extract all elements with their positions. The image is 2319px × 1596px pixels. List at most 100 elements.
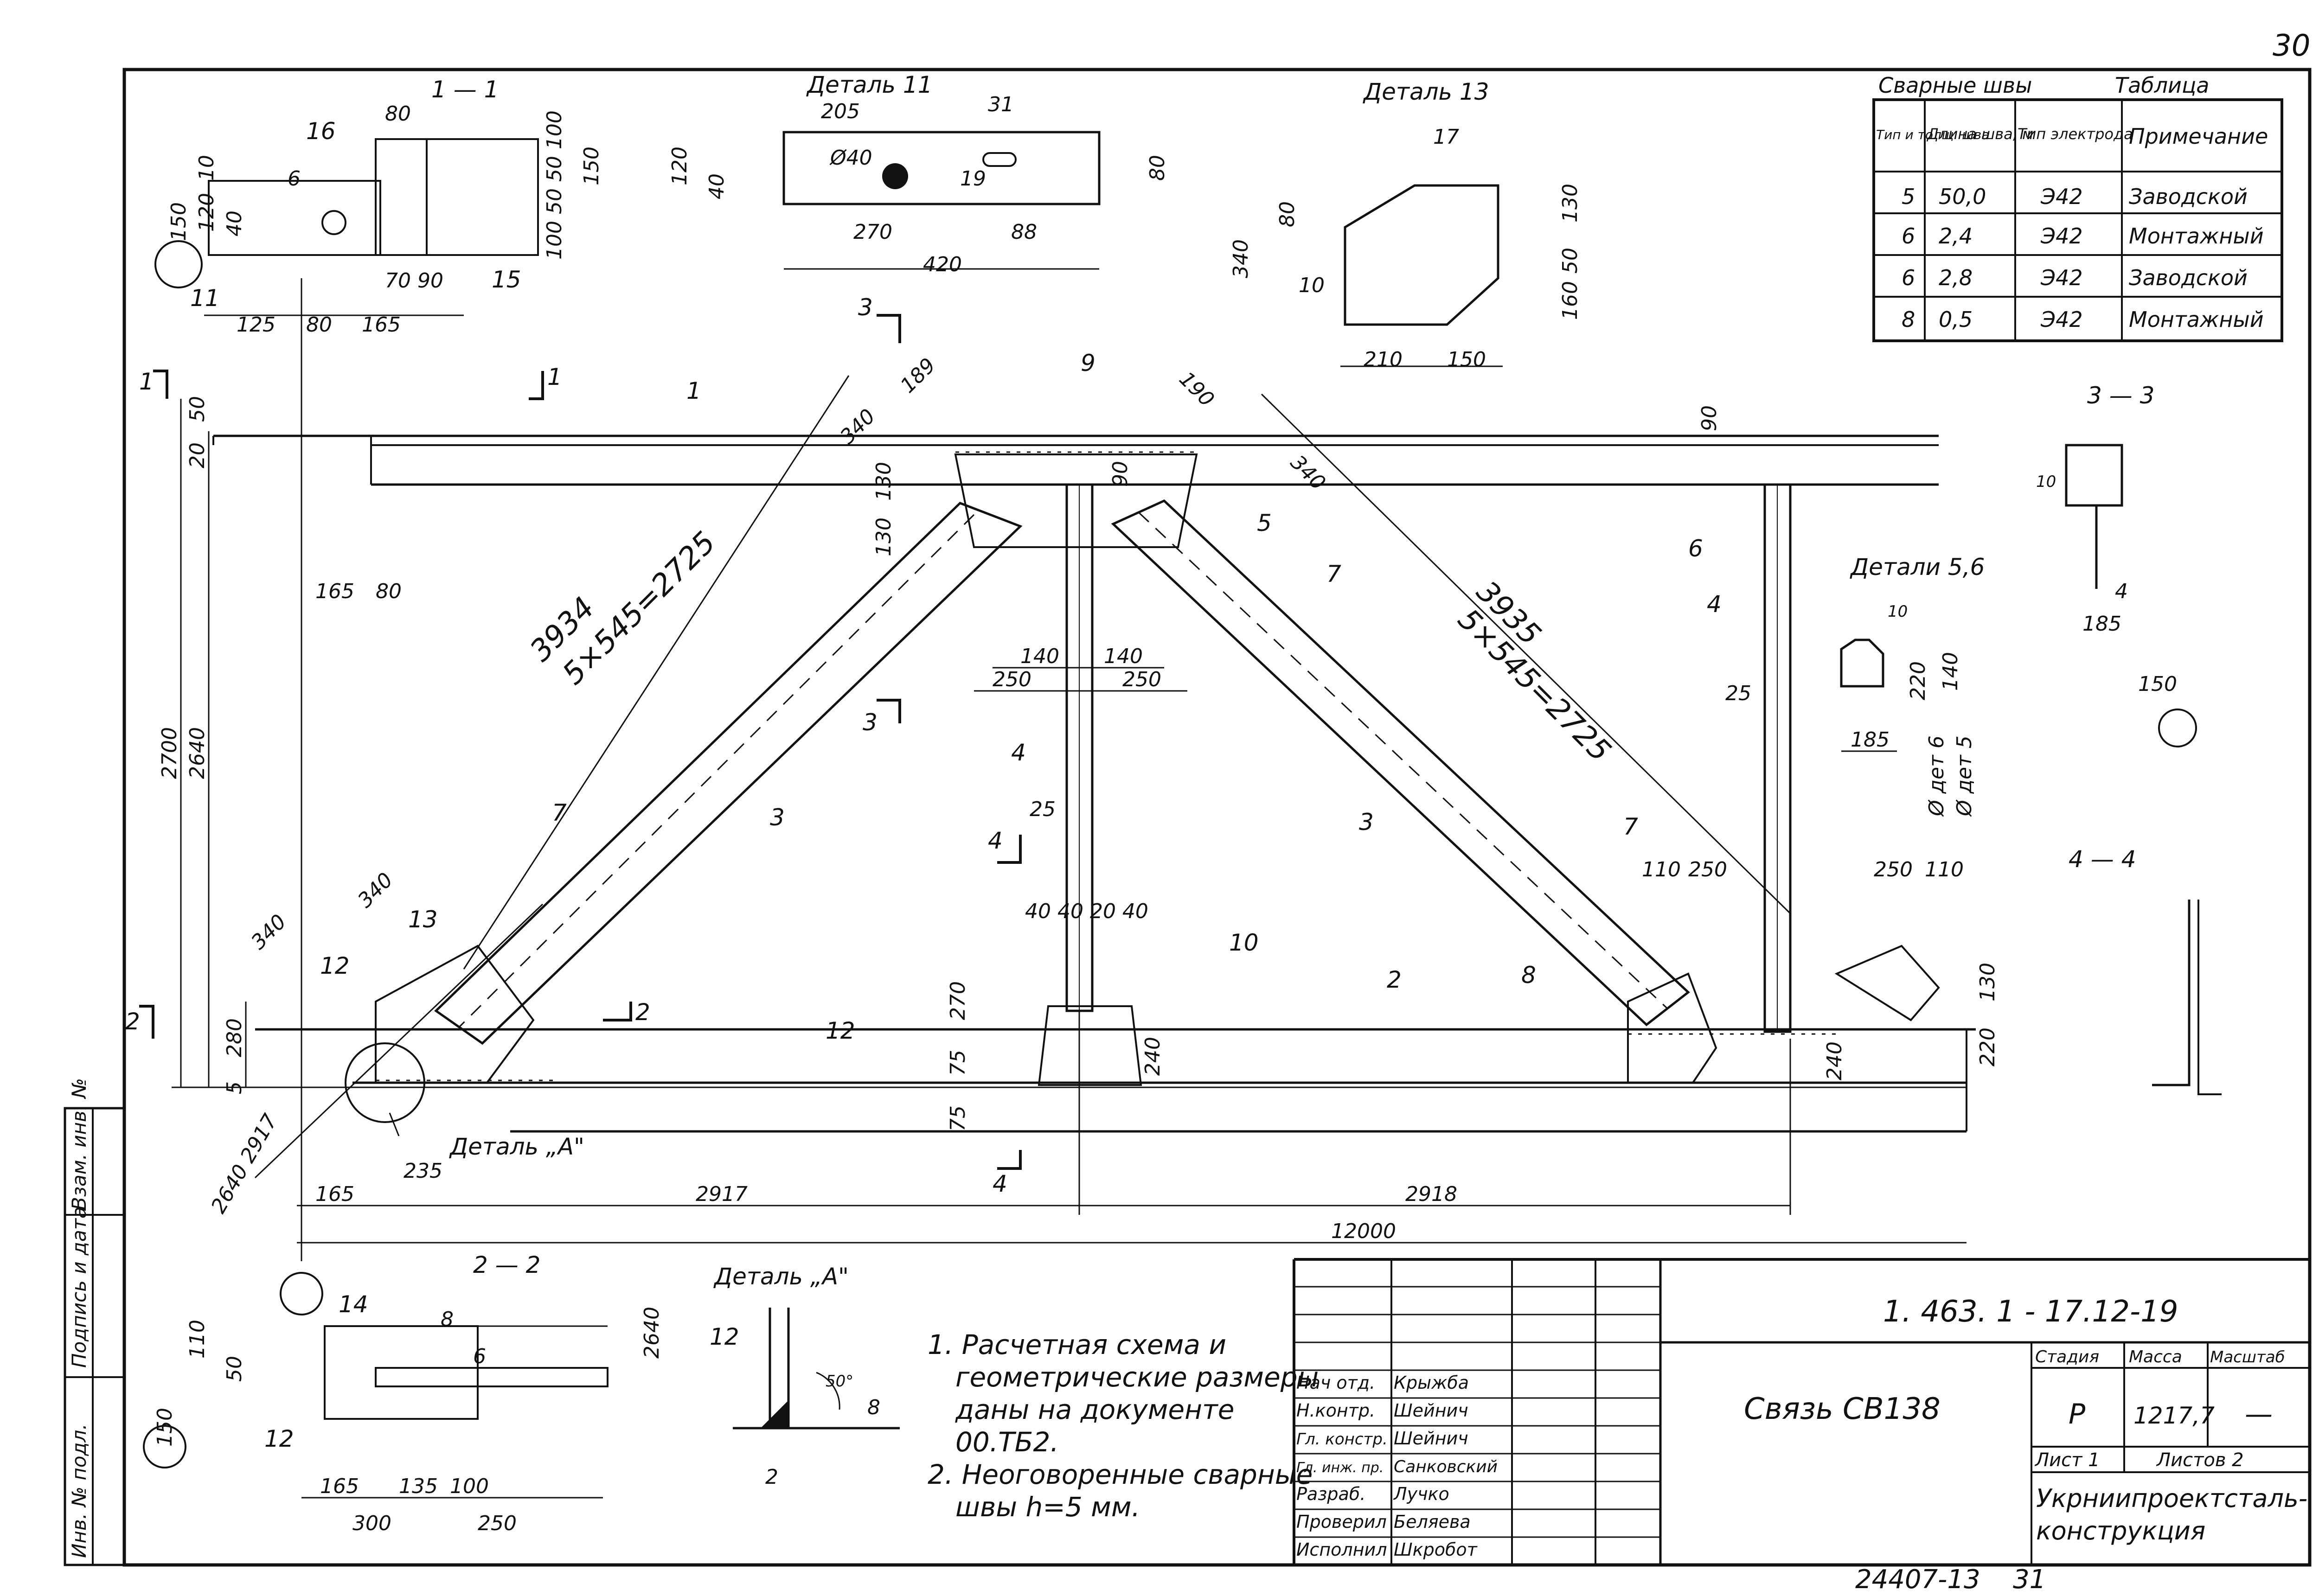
d13-dim-80: 80 bbox=[1275, 201, 1299, 227]
part-15: 15 bbox=[492, 266, 521, 293]
weld-row-electrode: Э42 bbox=[2040, 265, 2083, 290]
part-4-right: 4 bbox=[1707, 591, 1722, 618]
dim-det-a-width: 235 bbox=[404, 1159, 442, 1183]
dim-189: 189 bbox=[896, 353, 940, 397]
weld-table-caption: Сварные швы bbox=[1878, 73, 2032, 98]
det-6-label: Ø дет 6 bbox=[1925, 735, 1948, 817]
note-line: 2. Неоговоренные сварные bbox=[928, 1459, 1313, 1490]
role-name: Лучко bbox=[1393, 1484, 1449, 1504]
d13-dim-130: 130 bbox=[1558, 184, 1582, 223]
weld-row-type: 8 bbox=[1902, 307, 1915, 332]
part-12-da: 12 bbox=[710, 1323, 739, 1350]
dim-40-row: 40 40 20 40 bbox=[1025, 900, 1148, 923]
marker-circles bbox=[143, 240, 2197, 1468]
s22-dim-165: 165 bbox=[320, 1475, 359, 1498]
s33-dim-185: 185 bbox=[2082, 612, 2121, 636]
part-2: 2 bbox=[1387, 966, 1402, 993]
s22-dim-135: 135 bbox=[399, 1475, 438, 1498]
scale-label: Масштаб bbox=[2210, 1348, 2285, 1366]
da-dim-angle: 50° bbox=[826, 1372, 853, 1391]
main-truss bbox=[212, 434, 1976, 1133]
weld-row-note: Заводской bbox=[2129, 184, 2248, 209]
dim-80: 80 bbox=[376, 580, 402, 603]
s33-dim-4: 4 bbox=[2115, 580, 2128, 603]
organization-line2: конструкция bbox=[2036, 1516, 2205, 1545]
dim-240-a: 240 bbox=[1141, 1037, 1165, 1076]
d56-dim-140: 140 bbox=[1939, 652, 1962, 691]
s11-dim-40: 40 bbox=[223, 211, 246, 236]
cut-3-bottom: 3 bbox=[863, 709, 878, 736]
part-9: 9 bbox=[1081, 350, 1095, 377]
role-name: Шейнич bbox=[1394, 1428, 1468, 1449]
s22-dim-100: 100 bbox=[450, 1475, 489, 1498]
page-number: 30 bbox=[2273, 29, 2310, 63]
d13-dim-340: 340 bbox=[1229, 239, 1253, 278]
d11-dim-270: 270 bbox=[853, 220, 892, 244]
s11-dim-165: 165 bbox=[362, 313, 401, 337]
s22-dim-300: 300 bbox=[352, 1512, 391, 1535]
s22-dim-250: 250 bbox=[478, 1512, 517, 1535]
dim-270: 270 bbox=[946, 981, 970, 1020]
d56-dim-220: 220 bbox=[1906, 661, 1930, 700]
role-name: Беляева bbox=[1394, 1512, 1471, 1532]
note-line: 1. Расчетная схема и bbox=[928, 1329, 1226, 1360]
d13-dim-17: 17 bbox=[1433, 125, 1459, 149]
s11-dim-6: 6 bbox=[288, 167, 301, 191]
part-8: 8 bbox=[1521, 962, 1536, 989]
dim-height-inner: 2640 bbox=[186, 727, 209, 779]
dim-right-span: 2918 bbox=[1405, 1182, 1457, 1206]
s22-dim-8: 8 bbox=[441, 1308, 454, 1331]
cut-3-top: 3 bbox=[858, 294, 873, 321]
dim-top-20: 20 bbox=[186, 442, 209, 468]
detail-5-6-title: Детали 5,6 bbox=[1850, 554, 1985, 581]
dim-250-a: 250 bbox=[993, 668, 1031, 691]
detail-13-drawing bbox=[1340, 184, 1503, 367]
d13-dim-10: 10 bbox=[1299, 274, 1325, 297]
d11-dim-420: 420 bbox=[923, 253, 962, 276]
weld-row-type: 5 bbox=[1902, 184, 1915, 209]
d13-dim-210: 210 bbox=[1364, 348, 1403, 371]
cut-4-top: 4 bbox=[988, 827, 1003, 854]
dim-130-b: 130 bbox=[872, 517, 896, 556]
dim-140-b: 140 bbox=[1104, 645, 1143, 668]
note-line: даны на документе bbox=[955, 1394, 1234, 1425]
d56-dim-185: 185 bbox=[1851, 728, 1890, 752]
part-11: 11 bbox=[190, 285, 220, 312]
weld-row-length: 0,5 bbox=[1939, 307, 1973, 332]
d11-dim-19: 19 bbox=[960, 167, 986, 191]
side-stamp-replace: Взам. инв. № bbox=[68, 1078, 90, 1210]
d11-dim-120: 120 bbox=[668, 147, 692, 185]
sheet-number: Лист 1 bbox=[2034, 1449, 2100, 1471]
part-13: 13 bbox=[408, 906, 438, 933]
role-label: Нач отд. bbox=[1296, 1373, 1375, 1393]
detail-5-6-drawing bbox=[1840, 638, 1897, 752]
weld-row-electrode: Э42 bbox=[2040, 223, 2083, 249]
detail-11-drawing bbox=[782, 131, 1101, 270]
side-stamp-sign: Подпись и дата bbox=[68, 1207, 90, 1368]
dim-2640-2917: 2640 2917 bbox=[206, 1110, 282, 1218]
role-label: Гл. инж. пр. bbox=[1296, 1460, 1384, 1476]
s33-dim-150: 150 bbox=[2138, 672, 2177, 696]
part-10: 10 bbox=[1229, 929, 1259, 956]
s22-dim-6: 6 bbox=[473, 1345, 486, 1368]
d13-dim-160: 160 bbox=[1558, 281, 1582, 320]
sheet-count: Листов 2 bbox=[2156, 1449, 2244, 1471]
mass-value: 1217,7 bbox=[2133, 1402, 2215, 1429]
drawing-name: Связь СВ138 bbox=[1744, 1392, 1941, 1426]
section-cut-markers bbox=[139, 314, 1022, 1170]
dim-340-b: 340 bbox=[247, 910, 291, 954]
section-2-2-drawing bbox=[301, 1325, 609, 1499]
dim-165: 165 bbox=[315, 580, 354, 603]
dim-height-total: 2700 bbox=[158, 727, 181, 779]
part-7-right: 7 bbox=[1623, 813, 1638, 840]
s11-dim-80b: 80 bbox=[306, 313, 332, 337]
note-line: швы h=5 мм. bbox=[955, 1491, 1140, 1523]
cut-1-right: 1 bbox=[547, 364, 562, 390]
weld-table-header-type: Тип и толщ. шва bbox=[1876, 127, 1989, 142]
weld-table-caption-right: Таблица bbox=[2115, 73, 2209, 98]
weld-row-length: 2,8 bbox=[1939, 265, 1973, 290]
part-14: 14 bbox=[339, 1291, 368, 1318]
da-dim-8: 8 bbox=[867, 1396, 880, 1419]
s11-dim-right: 100 50 50 100 bbox=[543, 110, 566, 260]
da-dim-2: 2 bbox=[765, 1465, 778, 1489]
